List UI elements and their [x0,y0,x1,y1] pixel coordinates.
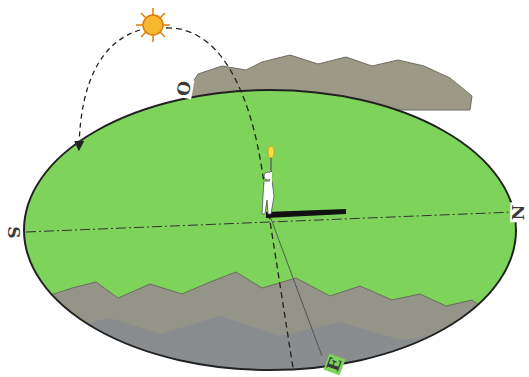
person-figure [262,146,274,214]
ground-outline [24,90,516,370]
sun-path [166,28,293,368]
guide-line [270,216,322,356]
sun-path [79,30,140,146]
sun-symbol [136,8,170,42]
compass-letter: N [510,202,527,222]
compass-letter: S [5,224,22,240]
compass-letter: O [174,77,194,98]
shadow [266,209,346,218]
mountain-range [20,272,520,377]
